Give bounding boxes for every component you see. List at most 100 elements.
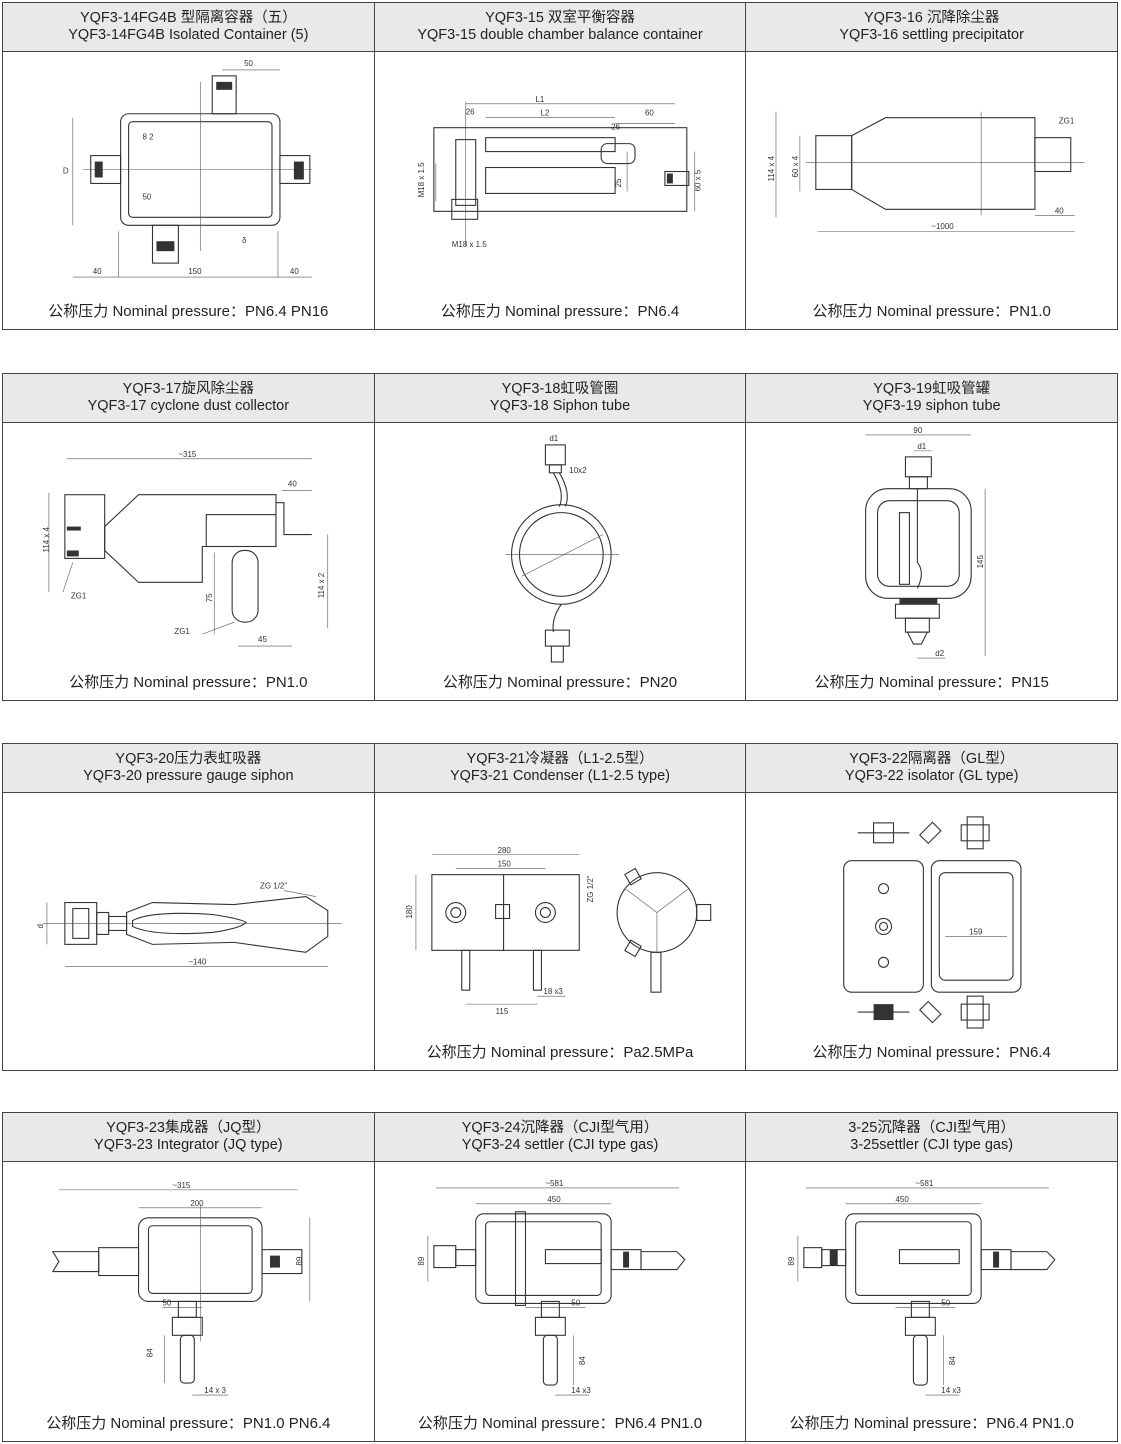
dimension-label: 114 x 2 (317, 572, 326, 598)
dimension-label: L1 (535, 95, 544, 104)
technical-drawing-siphon-tank: 90 d1 145 d2 (865, 426, 986, 659)
dimension-label: 75 (205, 593, 214, 602)
product-title-cn: 3-25沉降器（CJI型气用） (848, 1120, 1016, 1136)
technical-drawing-gauge-siphon: ZG 1/2" d ~140 (36, 882, 342, 967)
dimension-label: 200 (190, 1199, 204, 1208)
product-cell-yqf3-24: YQF3-24沉降器（CJI型气用） YQF3-24 settler (CJI … (374, 1113, 747, 1441)
dimension-label: δ (242, 236, 247, 245)
dimension-label: ZG1 (71, 591, 87, 600)
dimension-label: 25 (614, 178, 623, 187)
technical-drawing-integrator: ~315 200 50 89 84 14 x 3 (51, 1181, 311, 1396)
product-header: YQF3-22隔离器（GL型） YQF3-22 isolator (GL typ… (746, 744, 1118, 793)
product-cell-yqf3-23: YQF3-23集成器（JQ型） YQF3-23 Integrator (JQ t… (3, 1113, 375, 1441)
product-title-en: YQF3-16 settling precipitator (839, 27, 1024, 43)
dimension-label: 89 (295, 1256, 304, 1265)
product-title-cn: YQF3-14FG4B 型隔离容器（五） (79, 10, 297, 26)
dimension-label: 89 (417, 1256, 426, 1265)
dimension-label: 60 x 5 (693, 169, 702, 191)
dimension-label: 60 x 4 (791, 155, 800, 177)
dimension-label: d (36, 924, 45, 928)
dimension-label: 84 (949, 1356, 958, 1365)
technical-drawing-balance-container: L1 26 L2 60 26 M18 x 1.5 25 60 x 5 M18 x… (417, 95, 703, 249)
product-header: YQF3-24沉降器（CJI型气用） YQF3-24 settler (CJI … (374, 1113, 746, 1162)
product-drawing-area: 90 d1 145 d2 公称压力 Nominal pressure：PN15 (746, 423, 1117, 700)
dimension-label: ZG1 (174, 627, 190, 636)
product-cell-yqf3-15: YQF3-15 双室平衡容器 YQF3-15 double chamber ba… (374, 3, 747, 329)
dimension-label: 50 (162, 1298, 171, 1307)
catalog-row-1: YQF3-14FG4B 型隔离容器（五） YQF3-14FG4B Isolate… (2, 2, 1118, 330)
dimension-label: 114 x 4 (42, 526, 51, 552)
nominal-pressure: 公称压力 Nominal pressure：PN6.4 PN1.0 (417, 1415, 703, 1432)
dimension-label: d2 (936, 649, 945, 658)
product-header: YQF3-23集成器（JQ型） YQF3-23 Integrator (JQ t… (3, 1113, 374, 1162)
catalog-row-4: YQF3-23集成器（JQ型） YQF3-23 Integrator (JQ t… (2, 1112, 1118, 1442)
dimension-label: 40 (290, 267, 299, 276)
dimension-label: 50 (942, 1298, 951, 1307)
technical-drawing-cyclone-collector: ~315 40 114 x 4 ZG1 75 114 x 2 ZG1 45 (42, 450, 329, 647)
product-title-en: YQF3-24 settler (CJI type gas) (461, 1137, 659, 1153)
product-cell-yqf3-18: YQF3-18虹吸管圈 YQF3-18 Siphon tube d1 10x2 … (374, 374, 747, 700)
product-header: 3-25沉降器（CJI型气用） 3-25settler (CJI type ga… (746, 1113, 1118, 1162)
product-title-cn: YQF3-21冷凝器（L1-2.5型） (466, 751, 654, 767)
dimension-label: d1 (918, 442, 927, 451)
product-title-cn: YQF3-16 沉降除尘器 (864, 10, 1000, 26)
product-title-cn: YQF3-23集成器（JQ型） (106, 1120, 271, 1136)
nominal-pressure: 公称压力 Nominal pressure：PN6.4 PN1.0 (789, 1415, 1074, 1432)
nominal-pressure: 公称压力 Nominal pressure：PN6.4 PN16 (48, 303, 329, 320)
technical-drawing-settler-24: ~581 450 89 50 84 14 x3 (417, 1179, 686, 1396)
technical-drawing-settler-25: ~581 450 89 50 84 14 x3 (787, 1179, 1056, 1396)
nominal-pressure: 公称压力 Nominal pressure：PN1.0 (812, 303, 1051, 320)
dimension-label: ~581 (916, 1179, 934, 1188)
product-title-cn: YQF3-15 双室平衡容器 (485, 10, 635, 26)
dimension-label: d1 (549, 434, 558, 443)
dimension-label: ZG 1/2" (260, 882, 287, 891)
product-title-en: YQF3-21 Condenser (L1-2.5 type) (449, 768, 671, 784)
nominal-pressure: 公称压力 Nominal pressure：PN6.4 (812, 1044, 1051, 1061)
dimension-label: 40 (1055, 206, 1064, 215)
dimension-label: 114 x 4 (767, 155, 776, 181)
product-drawing-area: 280 150 ZG 1/2" 180 18 x3 115 公称压力 Nomin… (375, 793, 746, 1070)
dimension-label: 89 (787, 1256, 796, 1265)
product-title-en: 3-25settler (CJI type gas) (850, 1137, 1014, 1153)
dimension-label: L2 (540, 109, 549, 118)
product-cell-yqf3-16: YQF3-16 沉降除尘器 YQF3-16 settling precipita… (746, 3, 1118, 329)
dimension-label: 50 (143, 192, 152, 201)
product-header: YQF3-19虹吸管罐 YQF3-19 siphon tube (746, 374, 1118, 423)
product-drawing-area: ZG 1/2" d ~140 (3, 793, 374, 1070)
technical-drawing-gl-isolator: 159 (843, 816, 1022, 1029)
dimension-label: M18 x 1.5 (451, 240, 486, 249)
dimension-label: 50 (244, 59, 253, 68)
dimension-label: ZG 1/2" (586, 875, 595, 902)
product-drawing-area: 50 8 2 D 50 δ 40 150 40 公称压力 Nominal pre… (3, 52, 374, 329)
product-cell-yqf3-17: YQF3-17旋风除尘器 YQF3-17 cyclone dust collec… (3, 374, 375, 700)
dimension-label: 40 (93, 267, 102, 276)
product-drawing-area: ~581 450 89 50 84 14 x3 公称压力 Nominal pre… (746, 1162, 1117, 1441)
product-drawing-area: 159 公称压力 Nominal pressure：PN6.4 (746, 793, 1117, 1070)
product-header: YQF3-16 沉降除尘器 YQF3-16 settling precipita… (746, 3, 1118, 52)
product-drawing-area: ~315 40 114 x 4 ZG1 75 114 x 2 ZG1 45 公称… (3, 423, 374, 700)
dimension-label: 84 (145, 1348, 154, 1357)
dimension-label: M18 x 1.5 (417, 162, 426, 197)
nominal-pressure: 公称压力 Nominal pressure：PN1.0 (69, 674, 308, 691)
dimension-label: ~315 (178, 450, 196, 459)
product-title-cn: YQF3-20压力表虹吸器 (115, 751, 262, 767)
dimension-label: 26 (465, 108, 474, 117)
technical-drawing-siphon-tube: d1 10x2 (505, 434, 619, 663)
product-title-en: YQF3-17 cyclone dust collector (87, 398, 290, 414)
dimension-label: 145 (976, 555, 985, 569)
dimension-label: 90 (914, 426, 923, 435)
product-drawing-area: ZG1 114 x 4 60 x 4 40 ~1000 公称压力 Nominal… (746, 52, 1117, 329)
dimension-label: 8 2 (143, 133, 155, 142)
product-title-en: YQF3-23 Integrator (JQ type) (94, 1137, 283, 1153)
dimension-label: 45 (258, 635, 267, 644)
dimension-label: 150 (188, 267, 202, 276)
product-header: YQF3-21冷凝器（L1-2.5型） YQF3-21 Condenser (L… (374, 744, 746, 793)
dimension-label: 84 (578, 1356, 587, 1365)
product-header: YQF3-20压力表虹吸器 YQF3-20 pressure gauge sip… (3, 744, 374, 793)
dimension-label: 280 (497, 846, 511, 855)
product-cell-yqf3-19: YQF3-19虹吸管罐 YQF3-19 siphon tube 90 (746, 374, 1118, 700)
product-cell-3-25: 3-25沉降器（CJI型气用） 3-25settler (CJI type ga… (746, 1113, 1118, 1441)
product-cell-yqf3-14: YQF3-14FG4B 型隔离容器（五） YQF3-14FG4B Isolate… (3, 3, 375, 329)
product-cell-yqf3-21: YQF3-21冷凝器（L1-2.5型） YQF3-21 Condenser (L… (374, 744, 747, 1070)
dimension-label: 14 x3 (571, 1386, 591, 1395)
